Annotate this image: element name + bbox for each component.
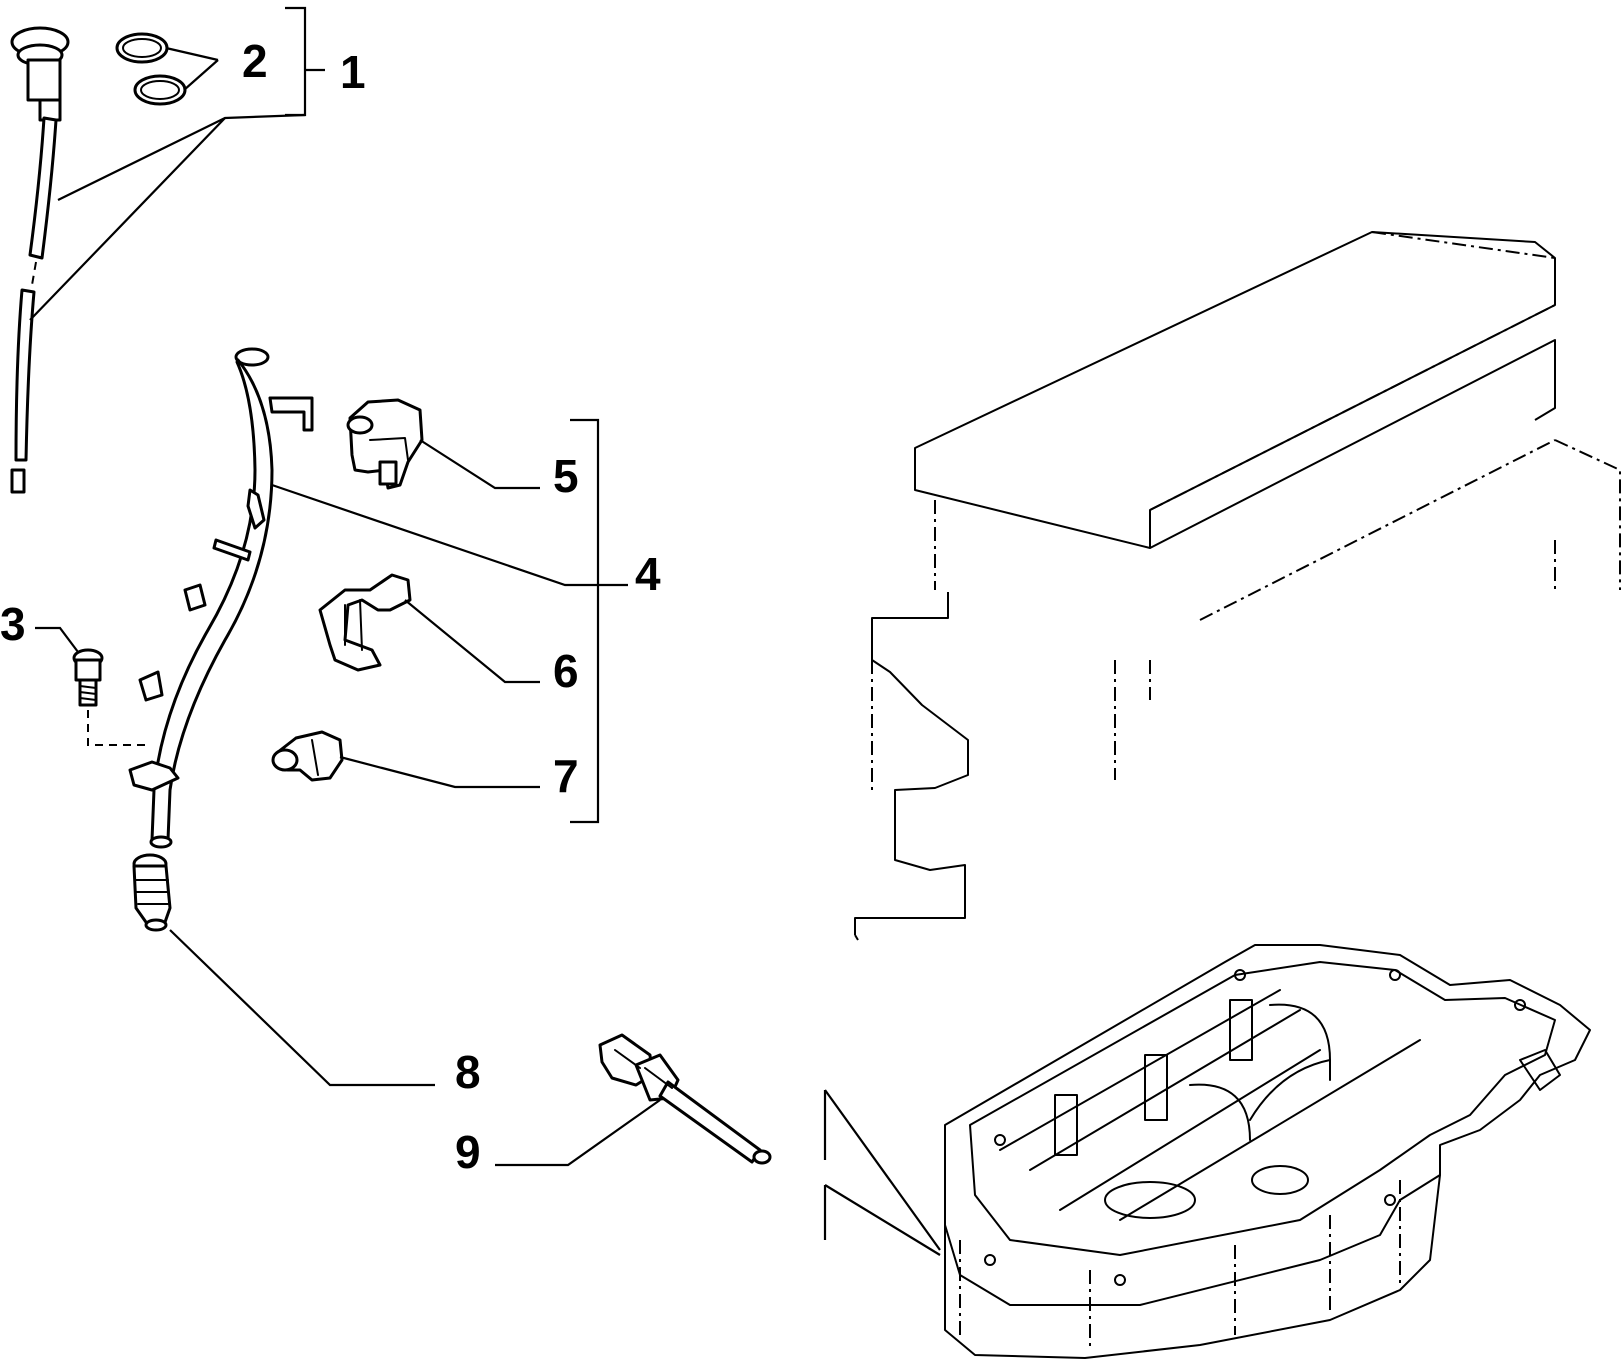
engine-block-outline xyxy=(854,231,1621,941)
callout-1: 1 xyxy=(340,46,366,98)
clip-part xyxy=(271,730,344,782)
dipstick-part xyxy=(10,26,70,494)
leader-lines xyxy=(29,6,661,1167)
bolt-part xyxy=(72,648,150,746)
callout-4: 4 xyxy=(635,548,661,600)
clamp-part xyxy=(318,573,412,672)
o-ring-pair xyxy=(115,32,187,106)
callout-8: 8 xyxy=(455,1046,481,1098)
callout-3: 3 xyxy=(0,598,26,650)
dipstick-guide-tube xyxy=(128,347,314,849)
oil-level-sensor-part xyxy=(598,1033,772,1165)
callout-5: 5 xyxy=(553,450,579,502)
callout-6: 6 xyxy=(553,645,579,697)
tube-seal-part xyxy=(132,853,172,932)
callout-7: 7 xyxy=(553,750,579,802)
oil-pan-sump xyxy=(944,944,1591,1359)
bracket-clip-part xyxy=(346,398,424,490)
callout-9: 9 xyxy=(455,1126,481,1178)
callout-2: 2 xyxy=(242,35,268,87)
callout-labels: 1 2 3 4 5 6 7 8 9 xyxy=(0,35,661,1178)
